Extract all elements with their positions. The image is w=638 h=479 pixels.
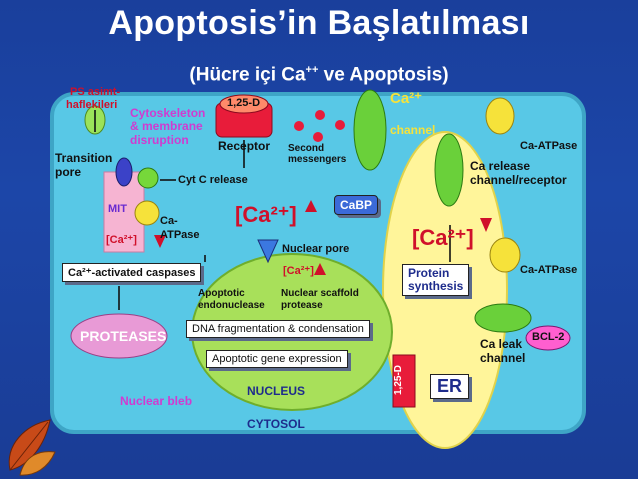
bcl2-label: BCL-2: [532, 331, 564, 343]
second-messenger-dot: [294, 121, 304, 131]
transition-pore-shape: [116, 158, 132, 186]
ca-leak-channel-shape: [475, 304, 531, 332]
second-messenger-dot: [313, 132, 323, 142]
second-messenger-dot: [335, 120, 345, 130]
disruption-label: disruption: [130, 134, 189, 146]
ca-channel-ion-label: Ca²⁺: [390, 93, 422, 105]
nucleus-ca-label: [Ca²⁺]: [283, 265, 314, 277]
ps-label-line2: haflekileri: [66, 99, 117, 111]
er-atpase-shape: [490, 238, 520, 272]
gene-expression-box: Apoptotic gene expression: [206, 350, 348, 368]
transition-label2: pore: [55, 166, 81, 178]
transition-label1: Transition: [55, 152, 112, 164]
second-messengers-label2: messengers: [288, 154, 346, 166]
second-messenger-dot: [315, 110, 325, 120]
nuclear-bleb-label: Nuclear bleb: [120, 395, 192, 407]
er-box: ER: [430, 374, 469, 399]
mit-atpase-label2: ATPase: [160, 229, 200, 241]
ca-leak-label1: Ca leak: [480, 338, 522, 350]
mit-ca-label: [Ca²⁺]: [106, 234, 137, 246]
dna-fragmentation-box: DNA fragmentation & condensation: [186, 320, 370, 338]
ca-release-label1: Ca release: [470, 160, 530, 172]
nuclear-pore-label: Nuclear pore: [282, 243, 349, 255]
ca-atpase-top-shape: [486, 98, 514, 134]
scaffold-label2: protease: [281, 300, 323, 312]
mit-atpase-label1: Ca-: [160, 215, 178, 227]
membrane-label: & membrane: [130, 120, 203, 132]
ca-channel-shape: [354, 90, 386, 170]
ps-label-line1: PS asimt-: [70, 86, 120, 98]
scaffold-label1: Nuclear scaffold: [281, 288, 359, 300]
protein-synthesis-line2: synthesis: [408, 280, 463, 293]
ca-atpase-top-label: Ca-ATPase: [520, 140, 577, 152]
proteases-label: PROTEASES: [80, 330, 166, 342]
vitd-label: 1,25-D: [227, 97, 260, 109]
cytc-release-label: Cyt C release: [178, 174, 248, 186]
cytc-channel-shape: [138, 168, 158, 188]
endonuclease-label2: endonuclease: [198, 300, 265, 312]
arrow-up-ca: [305, 200, 317, 212]
receptor-label: Receptor: [218, 140, 270, 152]
ca-release-receptor-shape: [435, 134, 463, 206]
nucleus-label: NUCLEUS: [247, 385, 305, 397]
cytoskeleton-label: Cytoskeleton: [130, 107, 205, 119]
ca-channel-label: channel: [390, 124, 435, 136]
mit-label: MIT: [108, 203, 127, 215]
mit-atpase-shape: [135, 201, 159, 225]
ca-release-label2: channel/receptor: [470, 174, 567, 186]
ca-atpase-er-label: Ca-ATPase: [520, 264, 577, 276]
caspases-box: Ca²⁺-activated caspases: [62, 263, 201, 282]
cytosol-ca-label: [Ca²⁺]: [235, 202, 297, 228]
vitd-er-label: 1,25-D: [393, 365, 405, 395]
endonuclease-label1: Apoptotic: [198, 288, 245, 300]
cabp-box: CaBP: [334, 195, 378, 215]
cytosol-label: CYTOSOL: [247, 418, 305, 430]
leaf-decoration: [0, 410, 60, 479]
er-ca-label: [Ca²⁺]: [412, 225, 474, 251]
ca-leak-label2: channel: [480, 352, 525, 364]
